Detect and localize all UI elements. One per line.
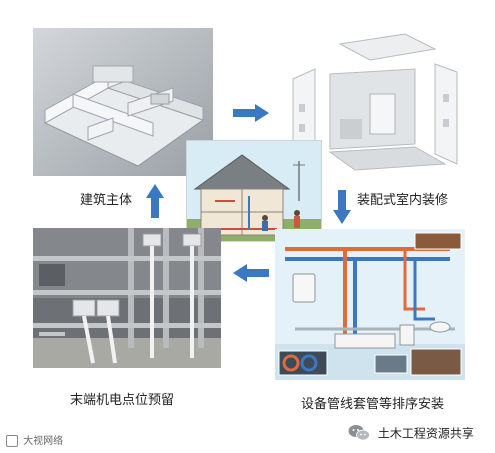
caption-building-main: 建筑主体 xyxy=(80,193,133,208)
caption-pipe-install: 设备管线套管等排序安装 xyxy=(301,397,445,412)
watermark-logo-icon xyxy=(6,435,18,447)
caption-interior-fitout: 装配式室内装修 xyxy=(357,193,449,208)
brand-name: 土木工程资源共享 xyxy=(377,426,474,441)
electrical-points-image xyxy=(33,228,221,368)
building-structure-image xyxy=(33,28,213,176)
footer-watermark: 大视网络 xyxy=(6,432,63,447)
arrow-down-icon xyxy=(333,190,351,224)
watermark-text: 大视网络 xyxy=(23,436,64,447)
brand-footer: 土木工程资源共享 xyxy=(348,424,474,442)
arrow-left-icon xyxy=(233,264,269,282)
arrow-up-icon xyxy=(146,184,164,218)
wechat-icon xyxy=(348,424,370,442)
caption-terminal-reserve: 末端机电点位预留 xyxy=(70,393,175,408)
arrow-right-icon xyxy=(233,104,269,122)
pipe-installation-image xyxy=(275,229,465,380)
house-section-image xyxy=(186,140,322,242)
